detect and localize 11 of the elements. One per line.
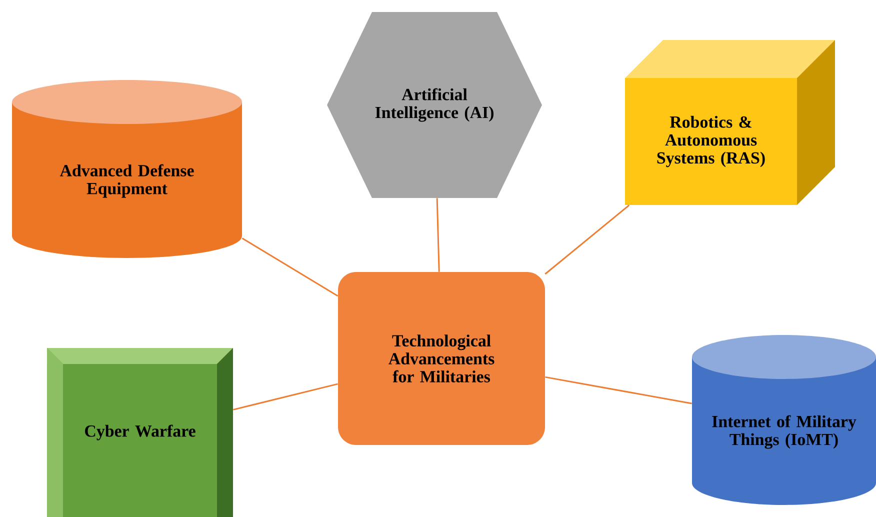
connector-line <box>544 204 630 275</box>
cube: Robotics & Autonomous Systems (RAS) <box>625 40 835 205</box>
bevel-square: Cyber Warfare <box>47 348 233 517</box>
hexagon: Artificial Intelligence (AI) <box>327 12 542 198</box>
connector-line <box>242 238 338 297</box>
cylinder: Advanced Defense Equipment <box>12 80 242 258</box>
center-box: Technological Advancements for Militaries <box>338 272 545 445</box>
connector-line <box>233 383 338 410</box>
cylinder: Internet of Military Things (IoMT) <box>692 335 876 505</box>
connector-line <box>436 198 440 272</box>
connector-line <box>545 376 692 404</box>
